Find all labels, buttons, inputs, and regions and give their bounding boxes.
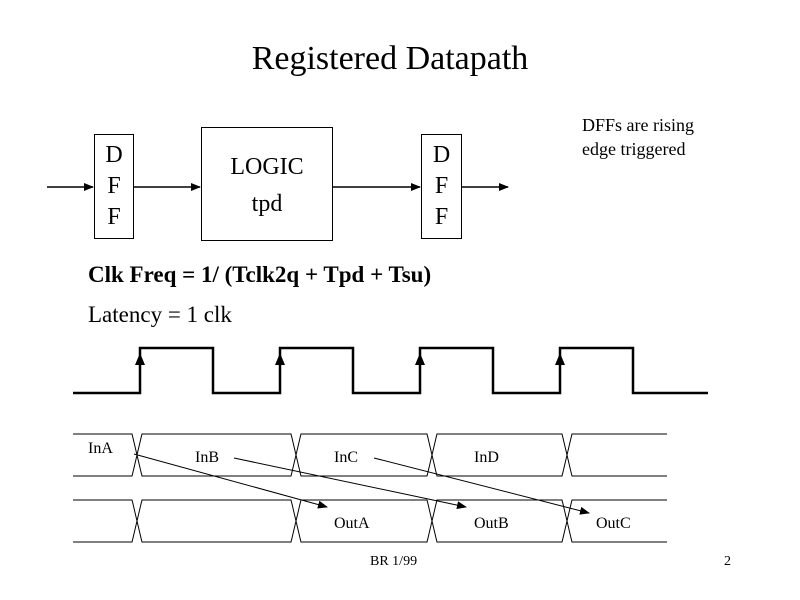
clock-waveform [73, 346, 708, 395]
rising-edge-marker [275, 353, 285, 365]
input-bus-value: InC [334, 449, 358, 466]
latency-arrows [133, 453, 590, 515]
output-bus-segment [566, 499, 667, 543]
input-bus-segment [566, 433, 667, 477]
output-bus-value: OutB [474, 515, 509, 532]
output-bus-value: OutA [334, 515, 370, 532]
output-bus-value: OutC [596, 515, 631, 532]
input-bus-value: InD [474, 449, 499, 466]
input-bus-value: InA [88, 440, 113, 457]
input-bus-value: InB [195, 449, 219, 466]
dff-letter: F [107, 204, 121, 230]
latency-arrow [133, 453, 328, 509]
bus-waveforms [73, 433, 667, 543]
edge-trigger-note: DFFs are rising edge triggered [582, 113, 694, 161]
logic-box: LOGIC tpd [201, 127, 333, 241]
input-dff-box: D F F [94, 134, 134, 239]
dff-letter: D [105, 142, 123, 168]
latency-arrow [233, 457, 467, 510]
latency-equation: Latency = 1 clk [88, 302, 232, 327]
dff-letter: F [434, 204, 449, 230]
dff-letter: F [107, 173, 121, 199]
clock-signal [73, 346, 708, 395]
logic-delay-label: tpd [251, 191, 283, 217]
slide-title: Registered Datapath [251, 40, 529, 77]
page-number: 2 [724, 554, 731, 569]
input-bus-segment [295, 433, 433, 477]
dff-letter: F [434, 173, 449, 199]
input-bus-segment [431, 433, 568, 477]
output-bus-segment [73, 499, 138, 543]
rising-edge-marker [555, 353, 565, 365]
clock-frequency-equation: Clk Freq = 1/ (Tclk2q + Tpd + Tsu) [88, 262, 432, 287]
latency-arrow [373, 457, 590, 515]
rising-edge-marker [135, 353, 145, 365]
output-dff-box: D F F [421, 134, 462, 239]
note-line: DFFs are rising [582, 115, 694, 135]
dff-letter: D [432, 142, 451, 168]
logic-label: LOGIC [230, 154, 304, 180]
footer-label: BR 1/99 [370, 554, 418, 569]
note-line: edge triggered [582, 139, 686, 159]
rising-edge-marker [415, 353, 425, 365]
output-bus-segment [136, 499, 297, 543]
